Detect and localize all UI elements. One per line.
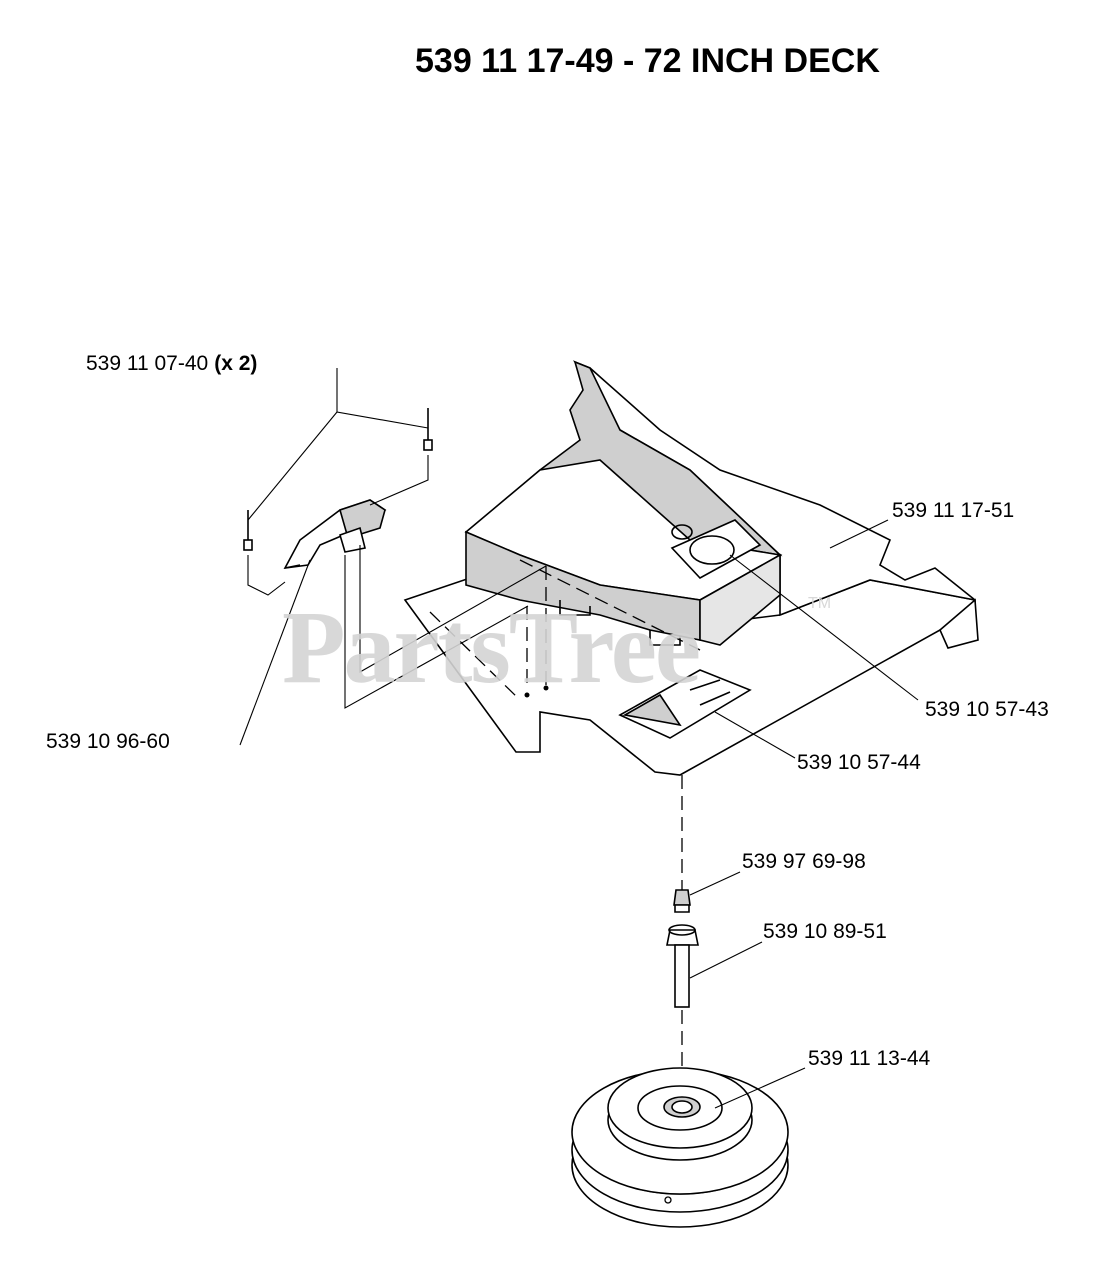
callout-decal-warning[interactable]: 539 10 57-44	[797, 751, 921, 774]
grease-fitting-part[interactable]	[673, 889, 691, 913]
callout-bolt[interactable]: 539 10 89-51	[763, 920, 887, 943]
callout-deflector[interactable]: 539 11 17-51	[892, 499, 1014, 522]
rivet-leaders	[239, 368, 547, 746]
callout-rivet-qty: (x 2)	[214, 352, 257, 375]
bracket-part[interactable]	[283, 499, 387, 569]
callout-decal-top[interactable]: 539 10 57-43	[925, 698, 1049, 721]
diagram-title: 539 11 17-49 - 72 INCH DECK	[415, 42, 880, 80]
watermark-tm: TM	[808, 595, 831, 612]
pulley-part[interactable]	[571, 1067, 789, 1228]
callout-rivet-part: 539 11 07-40	[86, 352, 208, 375]
watermark-text: PartsTree	[282, 590, 699, 705]
deflector-part[interactable]	[403, 360, 979, 776]
watermark: PartsTree TM	[282, 590, 831, 705]
callout-pulley[interactable]: 539 11 13-44	[808, 1047, 931, 1070]
callout-rivet[interactable]: 539 11 07-40 (x 2)	[86, 352, 257, 375]
callout-bracket[interactable]: 539 10 96-60	[46, 730, 170, 753]
rivet-part[interactable]	[243, 408, 433, 551]
callout-grease-fitting[interactable]: 539 97 69-98	[742, 850, 866, 873]
bolt-part[interactable]	[666, 924, 699, 1008]
callout-leaders	[689, 519, 919, 1109]
